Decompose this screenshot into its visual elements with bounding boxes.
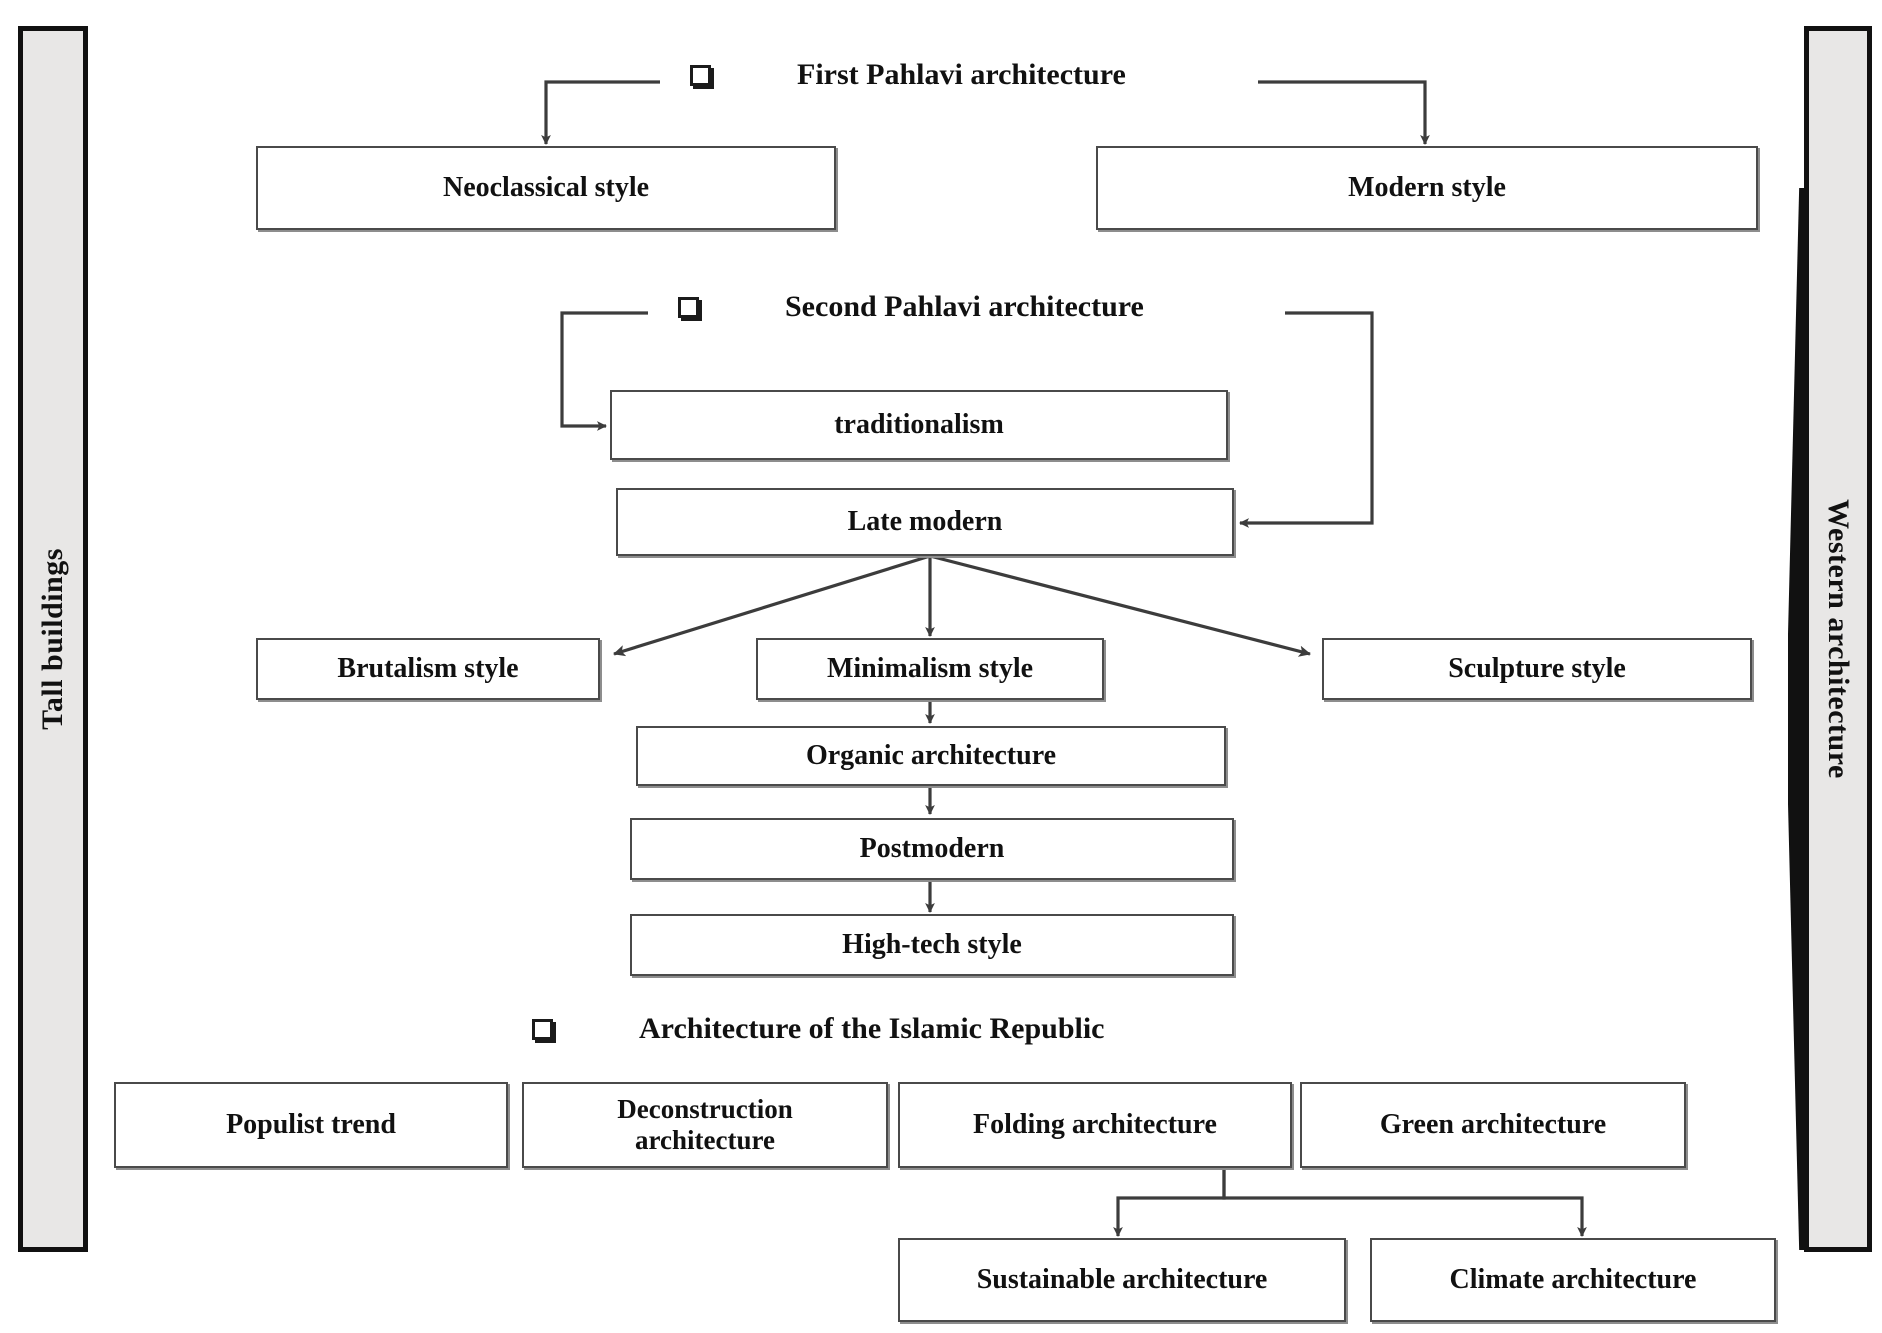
edge-green-to-sustainable	[1113, 1168, 1226, 1237]
edge-first-pahlavi-to-neoclassical	[541, 80, 660, 145]
node-brutalism-style-label: Brutalism style	[337, 652, 519, 684]
group-header-second-pahlavi: Second Pahlavi architecture	[678, 290, 1144, 324]
node-organic-architecture[interactable]: Organic architecture	[636, 726, 1226, 786]
node-sustainable-architecture[interactable]: Sustainable architecture	[898, 1238, 1346, 1322]
node-populist-trend[interactable]: Populist trend	[114, 1082, 508, 1168]
group-label-second-pahlavi: Second Pahlavi architecture	[785, 290, 1144, 323]
node-neoclassical-style-label: Neoclassical style	[442, 171, 650, 203]
node-late-modern-label: Late modern	[847, 505, 1003, 537]
node-deconstruction-architecture[interactable]: Deconstruction architecture	[522, 1082, 888, 1168]
node-minimalism-style-label: Minimalism style	[826, 652, 1034, 684]
node-traditionalism[interactable]: traditionalism	[610, 390, 1228, 460]
node-modern-style-label: Modern style	[1348, 171, 1506, 203]
node-deconstruction-architecture-label-line1: Deconstruction	[617, 1093, 793, 1124]
node-neoclassical-style[interactable]: Neoclassical style	[256, 146, 836, 230]
square-bullet-icon	[678, 296, 699, 318]
node-green-architecture[interactable]: Green architecture	[1300, 1082, 1686, 1168]
node-folding-architecture[interactable]: Folding architecture	[898, 1082, 1292, 1168]
band-western-architecture: Western architecture	[1804, 26, 1872, 1252]
node-deconstruction-architecture-label-line2: architecture	[635, 1125, 775, 1155]
node-folding-architecture-label: Folding architecture	[973, 1108, 1217, 1140]
node-climate-architecture[interactable]: Climate architecture	[1370, 1238, 1776, 1322]
node-late-modern[interactable]: Late modern	[616, 488, 1234, 556]
node-organic-architecture-label: Organic architecture	[805, 739, 1057, 771]
edge-first-pahlavi-to-modern	[1258, 80, 1430, 145]
node-green-architecture-label: Green architecture	[1379, 1108, 1607, 1140]
group-label-islamic-republic: Architecture of the Islamic Republic	[639, 1012, 1105, 1045]
node-climate-architecture-label: Climate architecture	[1449, 1263, 1697, 1295]
node-postmodern-label: Postmodern	[859, 832, 1005, 864]
band-tall-buildings-label: Tall buildings	[36, 548, 69, 730]
group-header-islamic-republic: Architecture of the Islamic Republic	[532, 1012, 1104, 1046]
node-modern-style[interactable]: Modern style	[1096, 146, 1758, 230]
band-western-architecture-label: Western architecture	[1822, 499, 1855, 779]
node-sculpture-style[interactable]: Sculpture style	[1322, 638, 1752, 700]
node-sustainable-architecture-label: Sustainable architecture	[976, 1263, 1268, 1295]
square-bullet-icon	[532, 1018, 553, 1040]
node-brutalism-style[interactable]: Brutalism style	[256, 638, 600, 700]
group-label-first-pahlavi: First Pahlavi architecture	[797, 58, 1126, 91]
group-header-first-pahlavi: First Pahlavi architecture	[690, 58, 1126, 92]
node-sculpture-style-label: Sculpture style	[1448, 652, 1626, 684]
node-postmodern[interactable]: Postmodern	[630, 818, 1234, 880]
band-tall-buildings: Tall buildings	[18, 26, 88, 1252]
edge-second-pahlavi-to-late-modern	[1239, 311, 1374, 528]
node-traditionalism-label: traditionalism	[834, 408, 1004, 440]
edge-green-to-climate	[1222, 1168, 1587, 1237]
node-populist-trend-label: Populist trend	[226, 1108, 396, 1140]
node-minimalism-style[interactable]: Minimalism style	[756, 638, 1104, 700]
node-high-tech-style[interactable]: High-tech style	[630, 914, 1234, 976]
node-high-tech-style-label: High-tech style	[842, 928, 1022, 960]
square-bullet-icon	[690, 64, 711, 86]
